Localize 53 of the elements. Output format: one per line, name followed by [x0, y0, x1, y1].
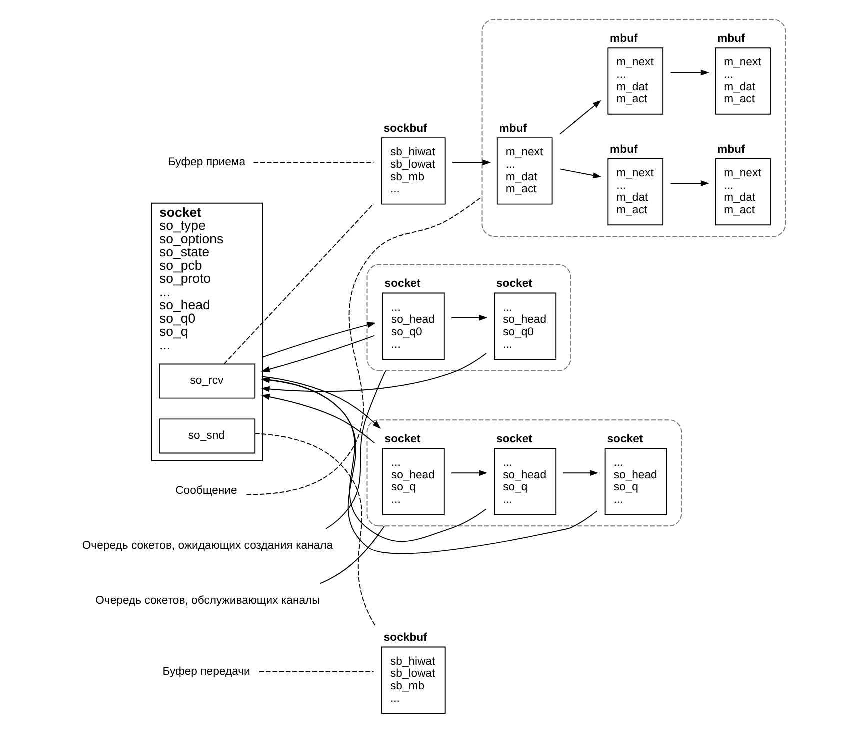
node-box: ... so_head so_q ... [382, 448, 444, 516]
connector [325, 370, 386, 530]
node-box: m_next ... m_dat m_act [496, 138, 552, 205]
node-label: mbuf [716, 144, 745, 156]
arrow [260, 353, 486, 392]
node-label: socket [384, 433, 420, 446]
arrow [670, 180, 709, 186]
node-text: Очередь сокетов, обслуживающих каналы [95, 594, 320, 607]
node-text: Буфер приема [168, 156, 246, 169]
connector [246, 196, 482, 496]
node-box: m_next ... m_dat m_act [607, 158, 664, 226]
node-text: Буфер передачи [162, 666, 250, 678]
node-box: sb_hiwat sb_lowat sb_mb ... [380, 138, 446, 205]
node-label: mbuf [498, 122, 527, 135]
node-label: sockbuf [383, 122, 427, 135]
arrow [260, 377, 486, 542]
arrow [452, 160, 491, 166]
node-box: ... so_head so_q ... [604, 448, 667, 516]
arrow [558, 168, 602, 178]
node-box: ... so_head so_q0 ... [382, 292, 444, 360]
arrow [450, 314, 488, 321]
arrow [260, 335, 375, 372]
connector [254, 433, 376, 628]
node-label: mbuf [610, 144, 638, 156]
arrow [562, 470, 598, 476]
node-text: Очередь сокетов, ожидающих создания канала [82, 540, 333, 552]
node-box: m_next ... m_dat m_act [714, 158, 770, 226]
arrow [450, 470, 488, 476]
node-label: mbuf [610, 33, 638, 46]
node-text: Сообщение [175, 485, 237, 498]
node-label: mbuf [716, 33, 745, 46]
node-box: sb_hiwat sb_lowat sb_mb ... [380, 646, 446, 714]
node-label: socket [496, 433, 532, 446]
arrow [260, 394, 375, 444]
arrow [558, 100, 601, 135]
arrow [262, 376, 381, 430]
node-box: ... so_head so_q ... [494, 448, 556, 516]
node-box: m_next ... m_dat m_act [607, 48, 664, 115]
node-label: sockbuf [383, 632, 427, 644]
node-box: so_snd [158, 418, 256, 454]
connector [319, 526, 385, 584]
node-label: socket [384, 278, 420, 290]
connector [258, 671, 374, 672]
node-label: socket [606, 433, 643, 446]
arrow [670, 70, 709, 76]
connector [223, 204, 374, 365]
node-box: ... so_head so_q0 ... [494, 292, 556, 360]
arrow [260, 377, 598, 554]
connector [252, 162, 374, 164]
node-label: socket [496, 278, 532, 290]
node-box: m_next ... m_dat m_act [714, 48, 770, 115]
node-box: so_rcv [158, 364, 256, 399]
arrow [262, 322, 376, 358]
